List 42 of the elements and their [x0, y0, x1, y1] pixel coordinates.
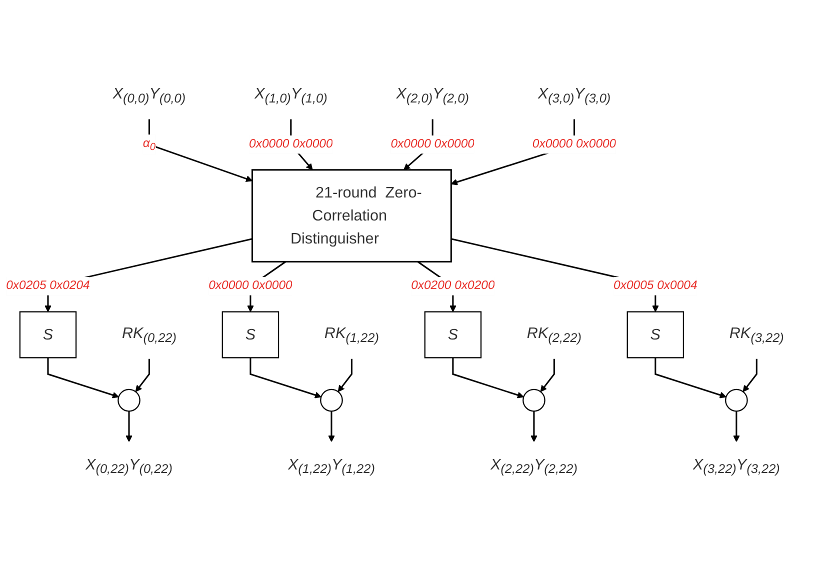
edge-label: 0x0000 0x0000 [208, 279, 292, 292]
edge-label: 0x0000 0x0000 [390, 138, 474, 151]
arrow [452, 358, 524, 398]
arrow [654, 358, 726, 398]
arrow [540, 358, 555, 392]
node-text: RK$_{(0,22)}$ [122, 325, 176, 346]
arrow [338, 358, 352, 392]
arrow [47, 358, 119, 398]
node-circle [118, 388, 140, 412]
node-text: X$_{(2,0)}$Y$_{(2,0)}$ [396, 86, 469, 106]
edge-label: 0x0000 0x0000 [532, 138, 616, 151]
node-text: X$_{(1,22)}$Y$_{(1,22)}$ [288, 456, 375, 476]
node-text: X$_{(3,0)}$Y$_{(3,0)}$ [538, 86, 611, 106]
node-text: X$_{(0,22)}$Y$_{(0,22)}$ [86, 456, 172, 476]
arrow [135, 358, 150, 392]
node-text: X$_{(1,0)}$Y$_{(1,0)}$ [254, 86, 328, 106]
node-circle [725, 388, 748, 412]
arrow [126, 411, 132, 442]
node-text: X$_{(2,22)}$Y$_{(2,22)}$ [490, 456, 578, 476]
node-circle [522, 388, 546, 412]
node-box: S [424, 311, 482, 358]
node-text: X$_{(0,0)}$Y$_{(0,0)}$ [112, 86, 186, 106]
edge-label: 0x0205 0x0204 [6, 279, 90, 292]
arrow [328, 411, 335, 442]
node-box: 21-round Zero-Correlation Distinguisher [251, 169, 452, 262]
node-circle [320, 388, 343, 412]
node-box: S [222, 311, 280, 358]
edge-label: 0x0005 0x0004 [614, 279, 698, 292]
arrow [733, 411, 740, 442]
arrow [148, 119, 253, 182]
arrow [530, 411, 538, 442]
arrow [250, 358, 322, 398]
node-text: RK$_{(3,22)}$ [729, 325, 784, 346]
node-box: S [19, 311, 77, 358]
node-text: X$_{(3,22)}$Y$_{(3,22)}$ [692, 456, 780, 476]
node-text: RK$_{(2,22)}$ [526, 325, 582, 346]
edge-label: α$_{0}$ [142, 136, 156, 152]
node-box: S [626, 311, 684, 358]
arrow [742, 358, 758, 392]
edge-label: 0x0200 0x0200 [411, 279, 495, 292]
edge-label: 0x0000 0x0000 [249, 138, 333, 151]
node-text: RK$_{(1,22)}$ [324, 325, 379, 346]
